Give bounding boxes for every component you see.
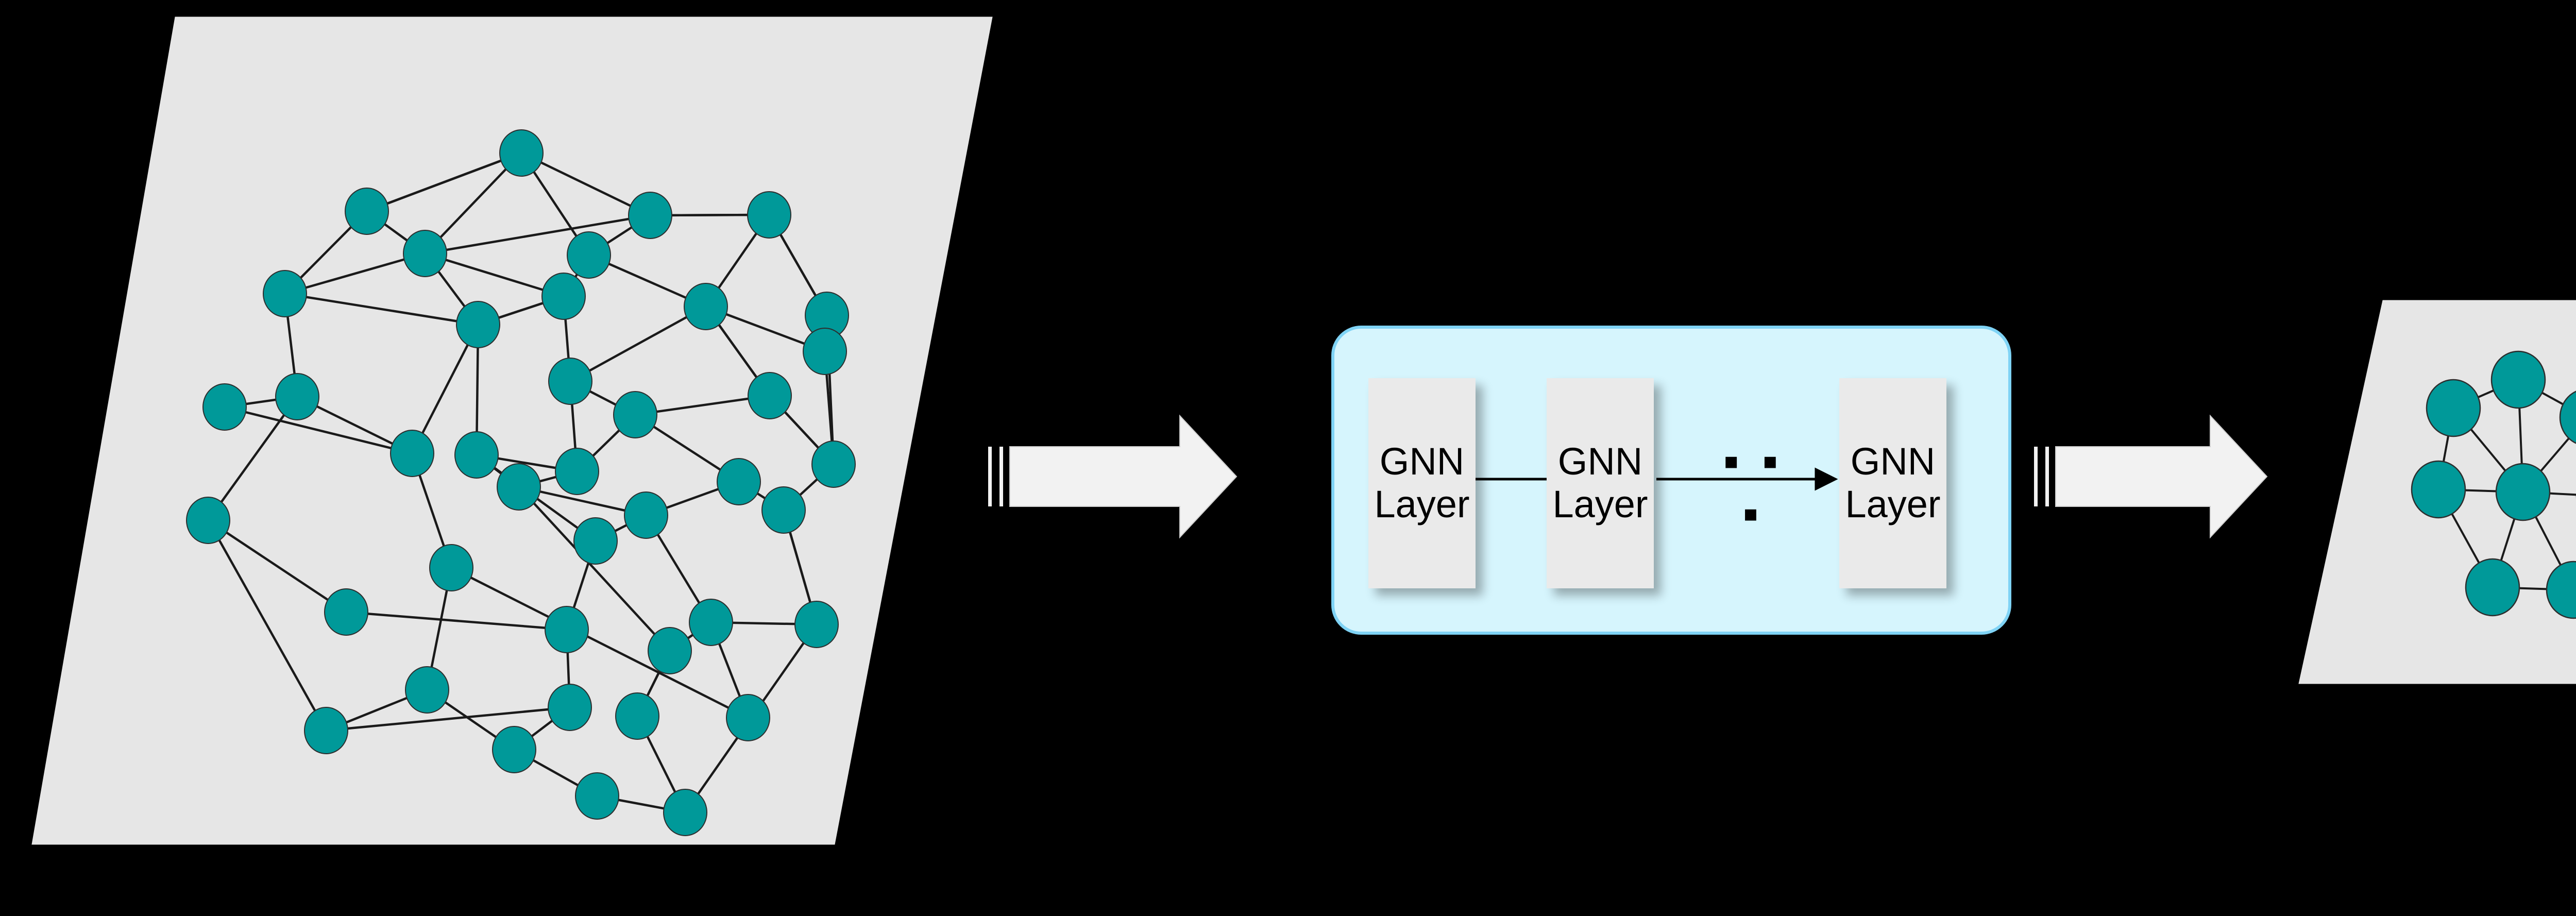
graph-node [275, 373, 319, 420]
graph-node [575, 772, 619, 820]
pipeline-arrow-right-icon [2034, 414, 2268, 539]
graph-node [689, 599, 733, 646]
arrow-body [1009, 414, 1238, 539]
graph-edge [635, 394, 770, 416]
graph-node [545, 606, 589, 653]
graph-node [202, 383, 247, 431]
graph-node [717, 458, 761, 505]
graph-edge [425, 252, 564, 298]
graph-node [405, 666, 449, 714]
graph-node [263, 270, 307, 317]
graph-node [628, 192, 672, 239]
graph-node [456, 301, 500, 348]
graph-node [2495, 463, 2551, 521]
gnn-layer-box-n[interactable]: GNN Layer [1839, 378, 1946, 588]
graph-edge [207, 396, 298, 521]
graph-edge [284, 292, 479, 326]
graph-node [613, 391, 657, 438]
graph-node [2411, 460, 2466, 519]
graph-edge [224, 405, 413, 455]
graph-edge [518, 486, 671, 652]
graph-node [648, 627, 692, 674]
graph-edge [425, 214, 651, 255]
graph-node [2559, 391, 2576, 444]
graph-node [567, 231, 611, 279]
graph-edge [207, 519, 347, 613]
graph-node [684, 283, 728, 330]
graph-edge [366, 151, 522, 213]
pipeline-arrow-left-icon [988, 414, 1238, 539]
graph-node [573, 517, 618, 565]
graph-node [794, 601, 839, 648]
graph-node [761, 486, 806, 534]
arrow-tail-bar [999, 447, 1003, 506]
output-graph-nodes [2411, 350, 2576, 619]
graph-node [499, 129, 544, 177]
graph-edge [284, 252, 426, 295]
graph-node [304, 707, 348, 754]
input-graph-nodes [186, 129, 856, 836]
graph-node [548, 358, 592, 405]
graph-node [492, 726, 536, 773]
graph-node [2426, 379, 2481, 437]
graph-node [615, 692, 659, 740]
graph-edge [411, 324, 480, 454]
graph-edge [424, 152, 522, 255]
graph-node [624, 491, 668, 539]
ellipsis-indicator: ▪ ▪ ▪ [1723, 435, 1784, 539]
gnn-stack-panel: GNN Layer GNN Layer ▪ ▪ ▪ GNN Layer [1331, 326, 2011, 635]
graph-node [2490, 350, 2546, 409]
graph-node [548, 684, 592, 731]
graph-node [429, 544, 473, 591]
graph-node [324, 588, 368, 636]
arrow-body [2055, 414, 2268, 539]
graph-node [541, 273, 586, 320]
gnn-layer-box-1[interactable]: GNN Layer [1368, 378, 1476, 588]
graph-node [747, 191, 791, 239]
graph-edge [569, 306, 707, 382]
graph-node [345, 188, 389, 235]
graph-node [663, 789, 707, 836]
graph-node [726, 694, 770, 741]
gnn-layer-box-2[interactable]: GNN Layer [1547, 378, 1654, 588]
graph-node [497, 463, 541, 511]
graph-node [2465, 558, 2520, 617]
graph-edge [207, 519, 327, 732]
graph-node [555, 448, 599, 495]
arrow-tail-bar [2034, 447, 2038, 506]
graph-edge [346, 610, 567, 631]
arrow-tail-bar [988, 447, 992, 506]
arrow-tail-bar [2045, 447, 2049, 506]
graph-node [811, 440, 856, 488]
graph-edge [326, 706, 570, 732]
graph-node [390, 430, 434, 477]
graph-node [454, 431, 499, 479]
graph-edge [450, 566, 749, 719]
graph-edge [521, 151, 651, 217]
graph-node [2546, 561, 2576, 619]
graph-node [186, 497, 230, 544]
graph-node [403, 230, 447, 277]
graph-node [803, 328, 847, 375]
graph-node [748, 372, 792, 419]
